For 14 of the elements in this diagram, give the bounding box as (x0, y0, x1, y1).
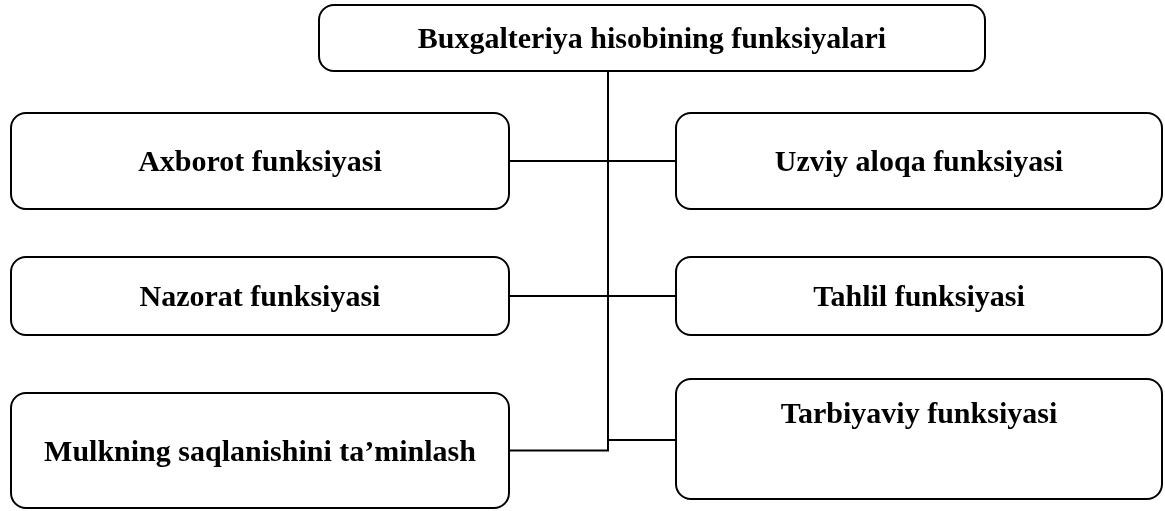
function-box (10, 256, 510, 336)
box-label: Tarbiyaviy funksiyasi (780, 395, 1058, 431)
function-box (10, 392, 510, 509)
function-box (10, 112, 510, 210)
function-box (675, 112, 1163, 210)
box-label: Buxgalteriya hisobining funksiyalari (417, 20, 887, 57)
box-label: Uzviy aloqa funksiyasi (774, 143, 1064, 180)
function-box (318, 4, 986, 72)
function-box (675, 256, 1163, 336)
function-box (675, 378, 1163, 500)
box-label: Tahlil funksiyasi (813, 278, 1025, 315)
box-label: Nazorat funksiyasi (139, 278, 381, 315)
box-label: Axborot funksiyasi (138, 143, 382, 180)
box-label: Mulkning saqlanishini ta’minlash (44, 432, 476, 469)
